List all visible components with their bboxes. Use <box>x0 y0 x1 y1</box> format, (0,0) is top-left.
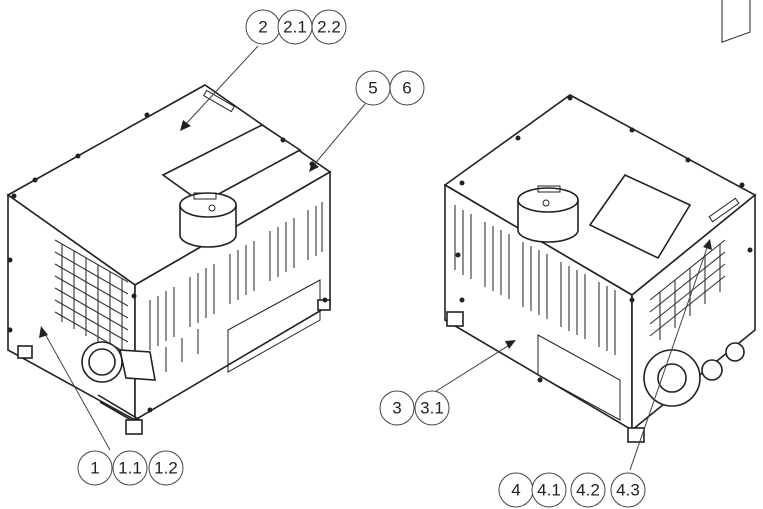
callout-1: 1 <box>90 459 99 478</box>
left-foot-2 <box>125 419 143 435</box>
left-top-handle <box>202 89 236 113</box>
callout-group-5: 5 6 <box>355 70 425 106</box>
callout-group-2: 2 2.1 2.2 <box>245 9 347 45</box>
right-top-handle <box>708 197 740 223</box>
callout-4-3: 4.3 <box>616 481 640 500</box>
callout-group-3: 3 3.1 <box>379 390 450 426</box>
callout-4-2: 4.2 <box>576 481 600 500</box>
callout-4: 4 <box>511 481 520 500</box>
left-unit <box>6 84 332 435</box>
arrow-5 <box>309 161 319 172</box>
left-foot-1 <box>17 345 33 359</box>
left-top-panel <box>161 124 302 204</box>
leader-5 <box>312 103 366 167</box>
right-unit <box>443 0 757 443</box>
leader-2 <box>184 45 259 126</box>
callout-2-2: 2.2 <box>317 18 341 37</box>
left-screws <box>7 112 328 413</box>
callout-2-1: 2.1 <box>283 18 307 37</box>
callout-3-1: 3.1 <box>420 399 444 418</box>
leader-4 <box>629 244 709 471</box>
right-front-grid <box>649 0 751 340</box>
callout-1-1: 1.1 <box>118 459 142 478</box>
arrow-2 <box>180 120 191 131</box>
left-top-cylinder <box>179 192 237 248</box>
right-foot-2 <box>627 427 645 443</box>
right-top-panel <box>588 173 692 260</box>
arrow-1 <box>39 326 48 338</box>
callout-6: 6 <box>402 79 411 98</box>
right-front-connector <box>643 342 745 407</box>
right-foot-1 <box>446 311 464 327</box>
callout-4-1: 4.1 <box>537 481 561 500</box>
arrow-3 <box>505 340 516 349</box>
callout-group-1: 1 1.1 1.2 <box>77 450 184 486</box>
callout-5: 5 <box>368 79 377 98</box>
arrow-4 <box>703 239 712 250</box>
right-top-cylinder <box>517 185 579 243</box>
leader-3 <box>429 343 512 396</box>
right-side-vents <box>454 205 616 355</box>
leader-1 <box>43 331 111 451</box>
left-front-grid <box>54 239 129 357</box>
left-side-panel <box>227 279 321 373</box>
right-side-panel <box>537 334 621 421</box>
callout-1-2: 1.2 <box>154 459 178 478</box>
callout-group-4: 4 4.1 4.2 4.3 <box>498 472 646 508</box>
leaders <box>39 45 712 471</box>
left-front-knob <box>81 341 156 383</box>
callout-3: 3 <box>392 399 401 418</box>
right-screws <box>455 95 753 383</box>
callout-2: 2 <box>258 18 267 37</box>
